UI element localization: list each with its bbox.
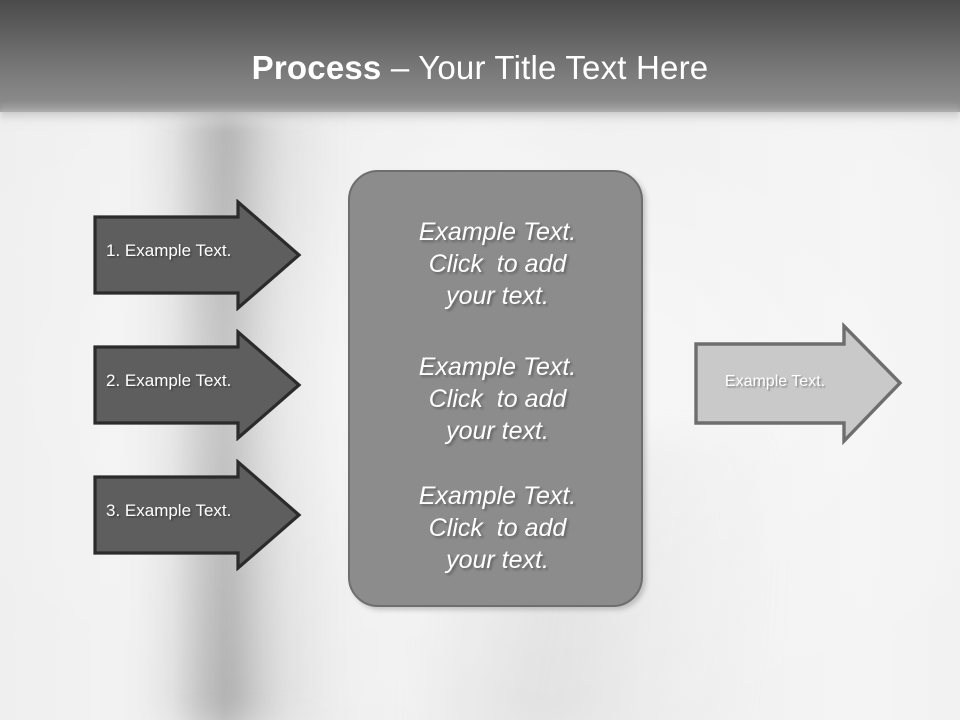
left-arrow-3-outline [93, 459, 302, 571]
center-content-panel[interactable]: Example Text. Click to add your text. Ex… [348, 170, 643, 607]
left-arrow-1-outline [93, 199, 302, 311]
right-arrow-output[interactable]: Example Text. [692, 320, 904, 446]
left-arrow-2-label: 2. Example Text. [106, 371, 232, 390]
left-arrow-2-outline [93, 329, 302, 441]
panel-text-block-2-line-2: Click to add [428, 385, 567, 413]
panel-text-block-1: Example Text. Click to add your text. [350, 216, 645, 312]
left-arrow-1[interactable]: 1. Example Text. [92, 199, 302, 311]
left-arrow-3[interactable]: 3. Example Text. [92, 459, 302, 571]
page-title: Process – Your Title Text Here [0, 48, 960, 88]
panel-text-block-3: Example Text. Click to add your text. [350, 480, 645, 576]
page-title-bold: Process [251, 49, 382, 86]
slide-header-band [0, 0, 960, 112]
panel-text-block-3-line-2: Click to add [428, 514, 567, 542]
panel-text-block-3-line-3: your text. [446, 546, 549, 574]
left-arrow-2[interactable]: 2. Example Text. [92, 329, 302, 441]
page-title-separator: – [381, 49, 419, 86]
left-arrow-1-label: 1. Example Text. [106, 241, 232, 260]
panel-text-block-2-line-3: your text. [446, 417, 549, 445]
panel-text-block-1-line-3: your text. [446, 282, 549, 310]
panel-text-block-3-line-1: Example Text. [418, 482, 577, 510]
page-title-regular: Your Title Text Here [418, 49, 709, 86]
panel-text-block-1-line-2: Click to add [428, 250, 567, 278]
panel-text-block-1-line-1: Example Text. [418, 218, 577, 246]
header-fade-edge [0, 104, 960, 130]
right-arrow-output-outline [694, 321, 903, 446]
left-arrow-3-label: 3. Example Text. [106, 501, 232, 520]
panel-text-block-2: Example Text. Click to add your text. [350, 351, 645, 447]
panel-text-block-2-line-1: Example Text. [418, 353, 577, 381]
right-arrow-output-label: Example Text. [724, 373, 826, 390]
